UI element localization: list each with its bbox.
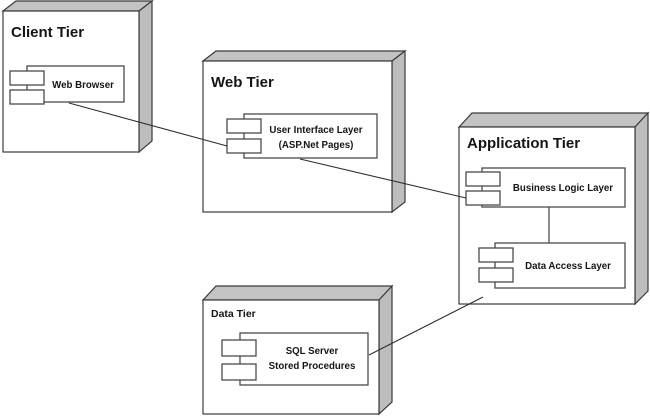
client-tier-top-panel bbox=[1, 0, 154, 12]
node-web-tier[interactable]: Web Tier User Interface Layer (ASP.Net P… bbox=[201, 49, 407, 214]
component-data-access-layer[interactable]: Data Access Layer bbox=[478, 242, 626, 289]
connection-browser-to-ui-layer bbox=[68, 102, 228, 147]
business-logic-tab-lower bbox=[465, 190, 501, 206]
ui-layer-tab-lower bbox=[226, 138, 262, 154]
application-tier-title: Application Tier bbox=[467, 135, 580, 152]
component-business-logic-layer[interactable]: Business Logic Layer bbox=[465, 167, 626, 208]
node-client-tier[interactable]: Client Tier Web Browser bbox=[1, 0, 154, 154]
connection-data-access-to-sql-server bbox=[368, 296, 484, 356]
data-access-tab-upper bbox=[478, 247, 514, 263]
web-tier-side-panel bbox=[391, 49, 406, 214]
node-application-tier[interactable]: Application Tier Business Logic Layer Da… bbox=[457, 111, 650, 306]
sql-server-body bbox=[239, 332, 369, 386]
sql-server-label-line1: SQL Server bbox=[286, 346, 339, 357]
data-tier-side-panel bbox=[378, 284, 393, 416]
component-web-browser[interactable]: Web Browser bbox=[9, 65, 125, 105]
connection-ui-layer-to-business-logic bbox=[299, 158, 467, 199]
component-sql-server-stored-procedures[interactable]: SQL Server Stored Procedures bbox=[221, 332, 369, 386]
data-tier-top-panel bbox=[201, 285, 394, 301]
data-access-tab-lower bbox=[478, 267, 514, 283]
ui-layer-tab-upper bbox=[226, 118, 262, 134]
business-logic-tab-upper bbox=[465, 171, 501, 187]
node-data-tier[interactable]: Data Tier SQL Server Stored Procedures bbox=[201, 284, 394, 416]
sql-server-label-line2: Stored Procedures bbox=[269, 361, 356, 372]
business-logic-label: Business Logic Layer bbox=[513, 183, 613, 194]
component-user-interface-layer[interactable]: User Interface Layer (ASP.Net Pages) bbox=[226, 113, 378, 159]
ui-layer-label-line2: (ASP.Net Pages) bbox=[279, 140, 354, 151]
data-tier-title: Data Tier bbox=[211, 308, 256, 320]
data-access-body bbox=[494, 242, 626, 289]
web-browser-label: Web Browser bbox=[52, 80, 114, 91]
client-tier-title: Client Tier bbox=[11, 24, 84, 41]
application-tier-top-panel bbox=[457, 112, 650, 128]
client-tier-side-panel bbox=[138, 0, 153, 154]
application-tier-side-panel bbox=[634, 111, 649, 306]
sql-server-tab-upper bbox=[221, 339, 257, 357]
web-tier-title: Web Tier bbox=[211, 74, 274, 91]
business-logic-body bbox=[481, 167, 626, 208]
web-browser-tab-lower bbox=[9, 89, 45, 105]
ui-layer-label-line1: User Interface Layer bbox=[269, 125, 362, 136]
sql-server-tab-lower bbox=[221, 363, 257, 381]
web-browser-tab-upper bbox=[9, 70, 45, 86]
ui-layer-body bbox=[243, 113, 378, 159]
web-tier-top-panel bbox=[201, 50, 407, 62]
data-access-label: Data Access Layer bbox=[525, 261, 611, 272]
